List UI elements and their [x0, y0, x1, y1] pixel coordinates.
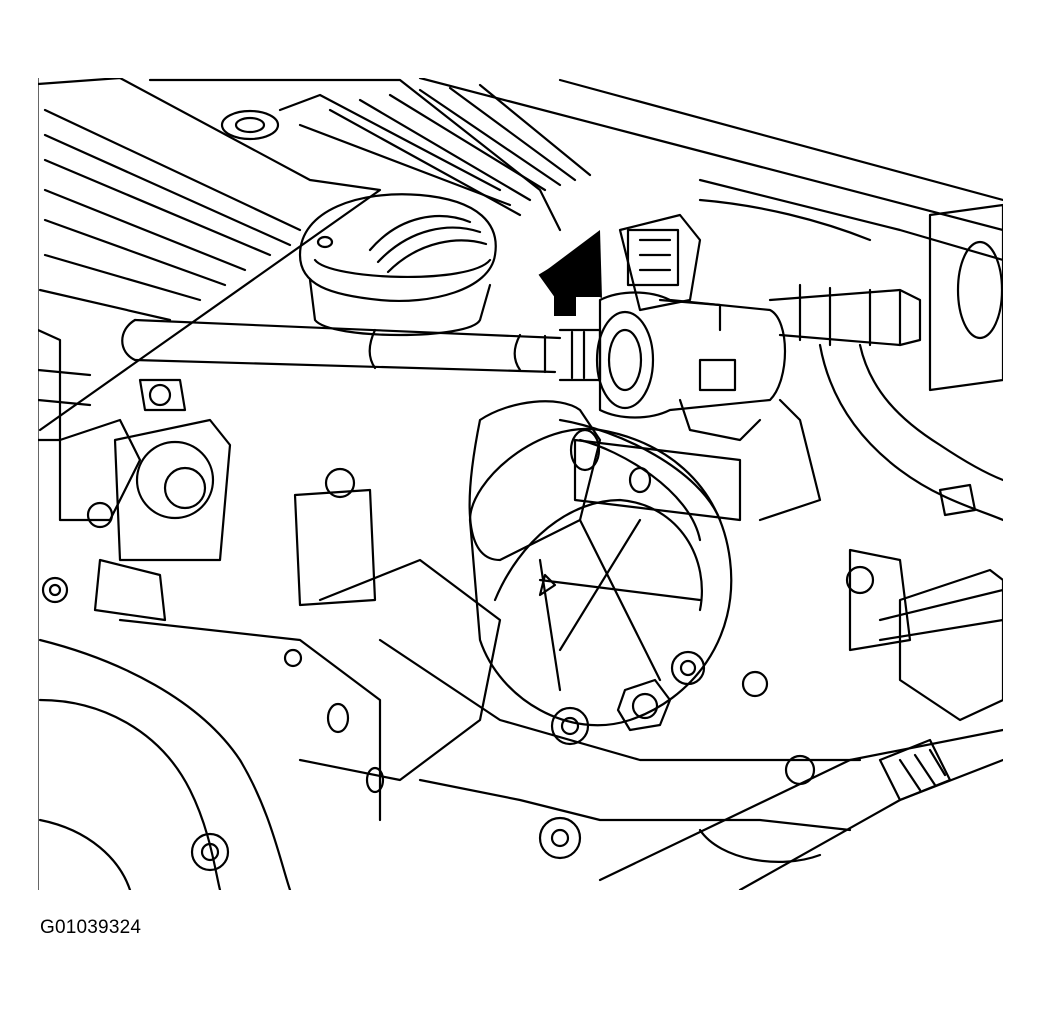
solenoid-valve [595, 213, 786, 442]
left-sensor-assembly [38, 328, 232, 622]
vacuum-tube [121, 318, 602, 382]
wire-harness [468, 400, 722, 562]
figure-id-label: G01039324 [40, 917, 142, 938]
engine-block [38, 467, 1003, 890]
upper-right-housing [418, 78, 1003, 392]
callout-arrow-icon [538, 230, 602, 316]
valve-cover [38, 78, 592, 432]
engine-bracket [468, 427, 742, 746]
oil-filler-cap [298, 193, 497, 337]
